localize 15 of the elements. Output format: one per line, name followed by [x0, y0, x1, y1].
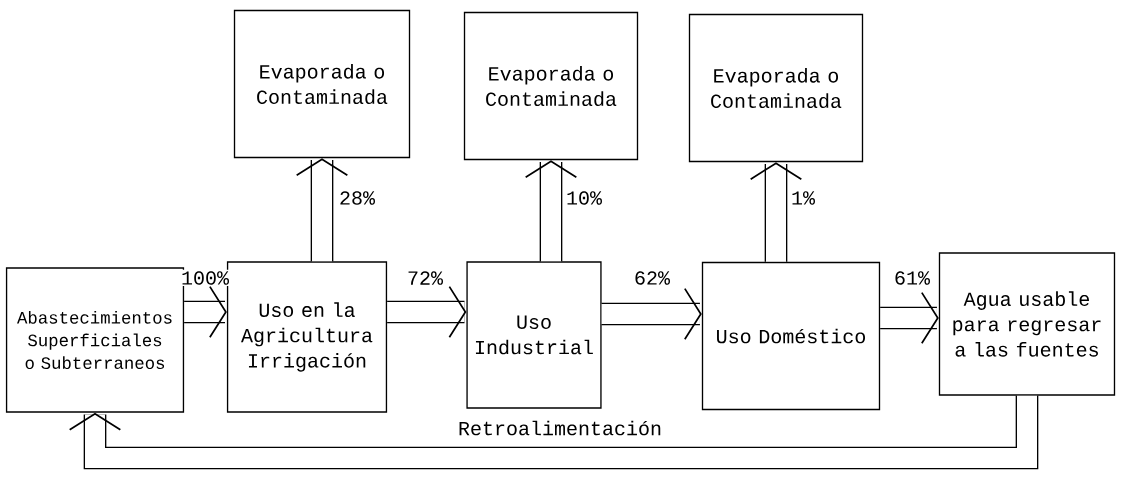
edge-label: 72%: [405, 269, 445, 287]
edge-label: 10%: [564, 189, 604, 207]
process-box: Evaporada o Contaminada: [463, 11, 639, 161]
edge-label: 62%: [632, 269, 672, 287]
edge-label: 28%: [337, 189, 377, 207]
process-box: Uso Industrial: [466, 261, 602, 409]
process-box: Agua usable para regresar a las fuentes: [938, 252, 1116, 396]
edge-label: 61%: [892, 269, 932, 287]
edge-label: 100%: [179, 269, 231, 287]
edge-label: Retroalimentación: [456, 419, 664, 437]
hollow-arrow: [68, 395, 1039, 470]
process-box: Evaporada o Contaminada: [233, 9, 411, 159]
process-box: Evaporada o Contaminada: [688, 13, 864, 163]
process-box: Uso Doméstico: [701, 261, 881, 411]
edge-label: 1%: [789, 189, 817, 207]
